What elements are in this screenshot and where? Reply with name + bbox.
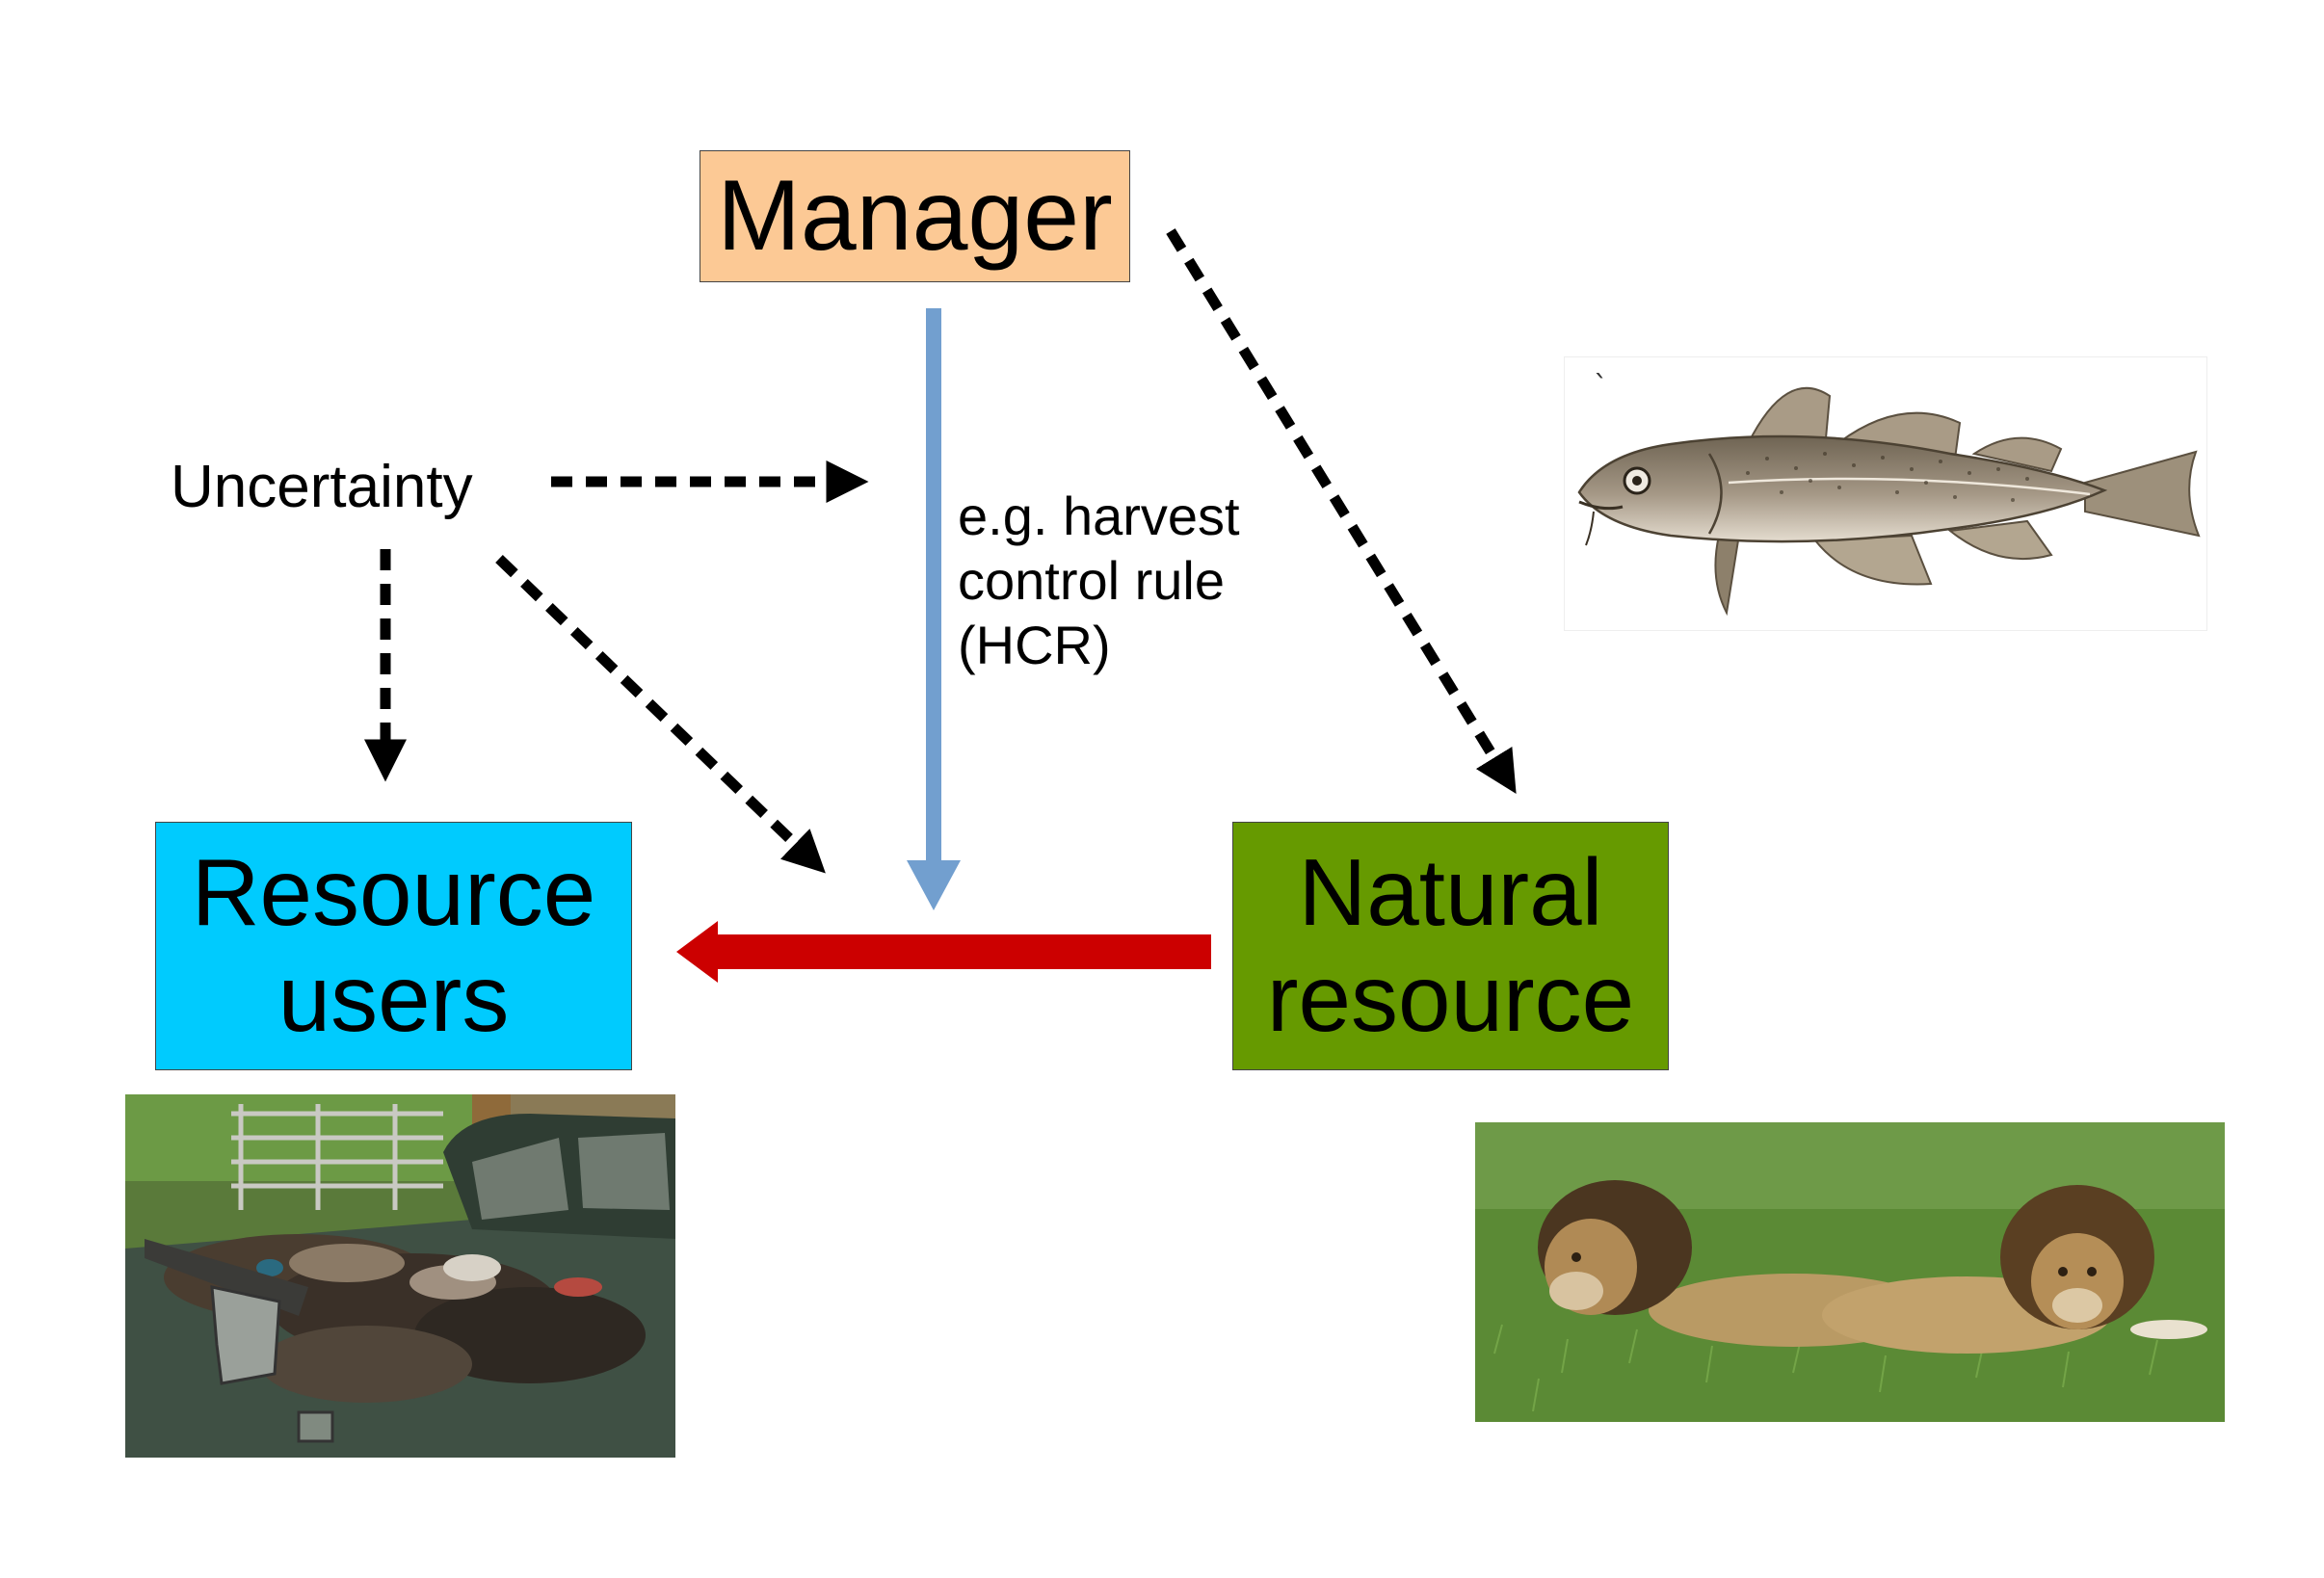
manager-to-resource-arrow	[1166, 228, 1517, 795]
manager-label: Manager	[717, 160, 1113, 273]
uncertainty-to-harvest-arrow	[495, 555, 826, 874]
lions-photo	[1475, 1122, 2225, 1422]
natural-resource-node: Natural resource	[1232, 822, 1669, 1070]
manager-node: Manager	[700, 150, 1130, 282]
fish-illustration: `	[1564, 356, 2207, 631]
svg-text:`: `	[1594, 370, 1608, 404]
natural-resource-label: Natural resource	[1266, 839, 1635, 1051]
harvest-arrow	[676, 921, 1211, 983]
hcr-label: e.g. harvest control rule (HCR)	[958, 486, 1240, 675]
control-rule-arrow	[907, 308, 961, 910]
resource-users-node: Resource users	[155, 822, 632, 1070]
harvested-ducks-photo	[125, 1094, 675, 1458]
resource-users-label: Resource users	[191, 839, 596, 1051]
uncertainty-label: Uncertainty	[171, 454, 473, 520]
